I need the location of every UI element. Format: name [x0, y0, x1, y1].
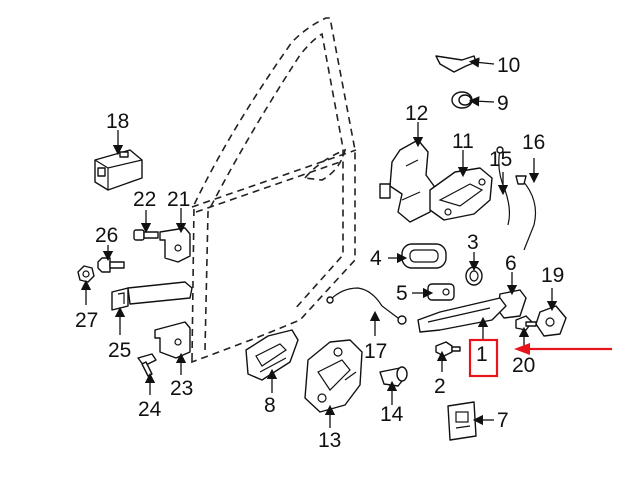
callout-22: 22 [133, 188, 156, 211]
cable-part-16 [515, 175, 537, 251]
nut-part-27 [77, 265, 95, 283]
callout-4: 4 [370, 247, 382, 270]
callout-26: 26 [95, 224, 118, 247]
callout-6: 6 [505, 252, 517, 275]
callout-7: 7 [497, 409, 509, 432]
callout-2: 2 [434, 375, 446, 398]
door-check-part [111, 281, 193, 311]
cap-part-5 [427, 283, 455, 301]
callout-3: 3 [467, 231, 479, 254]
screw-part-2 [435, 341, 461, 357]
inside-handle-part [245, 329, 299, 381]
callout-17: 17 [364, 340, 387, 363]
callout-27: 27 [75, 309, 98, 332]
red-pointer-arrow [514, 343, 612, 355]
bolt-part-26 [97, 257, 125, 273]
callout-20: 20 [512, 354, 535, 377]
handle-bracket-part [429, 167, 493, 221]
callout-9: 9 [497, 92, 509, 115]
bumper-part-14 [379, 366, 408, 387]
callout-12: 12 [405, 102, 428, 125]
seal-part-3 [465, 266, 483, 286]
callout-25: 25 [108, 339, 131, 362]
striker-part-7 [447, 401, 477, 441]
door-latch-part [304, 339, 363, 413]
lower-hinge-part [154, 321, 191, 359]
bolt-part-20 [515, 315, 537, 331]
callout-8: 8 [264, 394, 276, 417]
rod-part-17 [326, 287, 407, 325]
escutcheon-part-4 [401, 243, 447, 269]
highlight-box [468, 338, 499, 378]
callout-19: 19 [541, 264, 564, 287]
outside-handle-part [417, 297, 507, 333]
callout-16: 16 [522, 131, 545, 154]
callout-10: 10 [497, 54, 520, 77]
callout-14: 14 [380, 403, 404, 426]
callout-18: 18 [106, 110, 129, 133]
door-outline [191, 17, 357, 364]
callout-11: 11 [452, 130, 474, 153]
callout-1: 1 [476, 343, 488, 366]
grommet-part-9 [451, 91, 473, 109]
control-module-part [94, 149, 143, 191]
clip-part-10 [435, 55, 477, 73]
callout-24: 24 [138, 398, 162, 421]
callout-13: 13 [318, 429, 341, 452]
bolt-part-24 [137, 353, 157, 377]
striker-part-19 [535, 305, 567, 337]
callout-15: 15 [489, 148, 512, 171]
callout-5: 5 [396, 282, 408, 305]
callout-21: 21 [167, 188, 190, 211]
bolt-part-22 [133, 229, 159, 241]
callout-23: 23 [170, 377, 193, 400]
bracket-part-12 [379, 139, 435, 223]
upper-hinge-part [159, 227, 191, 263]
